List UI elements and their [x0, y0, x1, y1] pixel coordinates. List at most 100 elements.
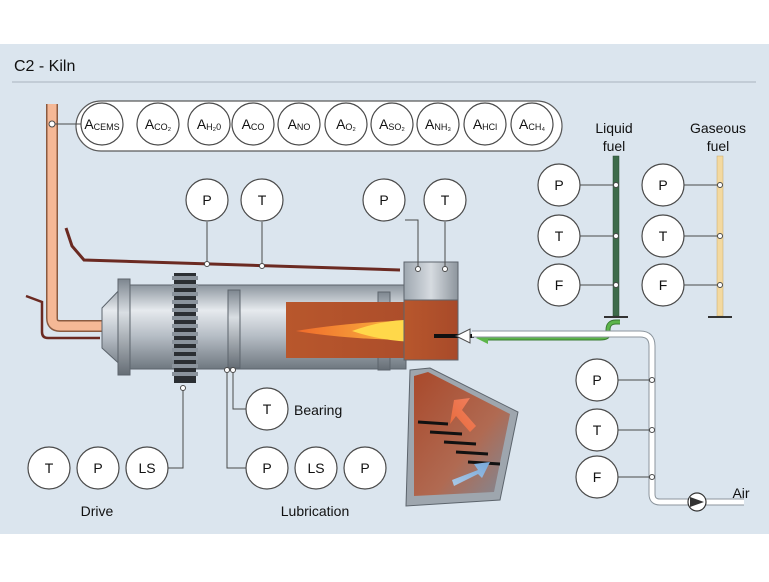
- cooling-air-arrow: [452, 462, 490, 486]
- gaseous-fuel-pressure-instrument: [641, 163, 685, 207]
- bearing-temperature-instrument: [245, 387, 289, 431]
- lubrication-pressure-instrument-2-label: P: [360, 460, 369, 476]
- drive-level-switch-instrument-label: LS: [138, 460, 155, 476]
- gaseous-fuel-label-2: fuel: [707, 138, 730, 154]
- analyzer-circle: [277, 102, 321, 146]
- girth-gear-teeth: [172, 276, 198, 376]
- analyzer-group: ACEMS ACO₂ AH₂0 ACO ANO AO₂ ASO₂ ANH₃ AHCl ACH₄: [80, 102, 554, 146]
- analyzer-label: ASO₂: [379, 116, 405, 132]
- analyzer-label: ACH₄: [519, 116, 545, 132]
- gear-tooth: [172, 300, 198, 304]
- lubrication-pressure-instrument-2: [343, 446, 387, 490]
- analyzer-tap-point: [48, 120, 56, 128]
- kiln-temperature-instrument: [240, 178, 284, 222]
- instrument-tap-points: [180, 182, 723, 480]
- bearing-temperature-instrument-label: T: [263, 401, 272, 417]
- air-fan-symbol: [690, 497, 704, 507]
- drive-temperature-instrument-label: T: [45, 460, 54, 476]
- gear-tooth: [172, 372, 198, 376]
- kiln-hood-lower: [403, 299, 459, 361]
- diagram-title: C2 - Kiln: [14, 58, 75, 75]
- analyzer-circle: [370, 102, 414, 146]
- kiln-temperature-instrument-label: T: [258, 192, 267, 208]
- analyzer-circle: [463, 102, 507, 146]
- flue-gas-duct: [47, 104, 102, 331]
- kiln-pressure-instrument-label: P: [202, 192, 211, 208]
- kiln-pressure-instrument: [185, 178, 229, 222]
- rotary-kiln: [101, 273, 454, 383]
- gear-tooth: [172, 308, 198, 312]
- hood-temperature-instrument-label: T: [441, 192, 450, 208]
- liquid-fuel-flow-instrument: [537, 263, 581, 307]
- air-flow-instrument-label: F: [593, 469, 602, 485]
- analyzer-circle: [324, 102, 368, 146]
- lubrication-level-switch-instrument: [294, 446, 338, 490]
- gear-tooth: [172, 316, 198, 320]
- air-inlet-arrow: [454, 328, 471, 344]
- analyzer-circle: [510, 102, 554, 146]
- drive-label: Drive: [81, 503, 114, 519]
- kiln-hood: [403, 261, 459, 303]
- gear-tooth: [172, 284, 198, 288]
- analyzer-circle: [231, 102, 275, 146]
- lubrication-label: Lubrication: [281, 503, 350, 519]
- analyzer-label: ACO₂: [145, 116, 172, 132]
- gear-tooth: [172, 356, 198, 360]
- lubrication-pressure-instrument-label: P: [262, 460, 271, 476]
- gear-tooth: [172, 292, 198, 296]
- air-temperature-instrument: [575, 408, 619, 452]
- preheater-duct: [25, 294, 100, 340]
- gaseous-fuel-temperature-instrument: [641, 214, 685, 258]
- gear-tooth: [172, 276, 198, 280]
- air-pressure-instrument: [575, 358, 619, 402]
- tertiary-air-duct: [64, 227, 401, 272]
- analyzer-circle: [136, 102, 180, 146]
- kiln-tyre: [227, 289, 241, 369]
- liquid-fuel-flow-instrument-label: F: [555, 277, 564, 293]
- hood-pressure-instrument-label: P: [379, 192, 388, 208]
- liquid-fuel-pressure-instrument-label: P: [554, 177, 563, 193]
- drive-temperature-instrument: [27, 446, 71, 490]
- gaseous-fuel-label-1: Gaseous: [690, 120, 746, 136]
- air-flow-instrument: [575, 455, 619, 499]
- lubrication-pressure-instrument: [245, 446, 289, 490]
- instrument-lines: [168, 184, 720, 478]
- gaseous-fuel-flow-instrument: [641, 263, 685, 307]
- liquid-fuel-temperature-instrument-label: T: [555, 228, 564, 244]
- instrument-group: P T P T P T F P T F P T F T T P LS P LS P: [27, 163, 685, 499]
- gear-tooth: [172, 364, 198, 368]
- air-pressure-instrument-label: P: [592, 372, 601, 388]
- air-temperature-instrument-label: T: [593, 422, 602, 438]
- liquid-fuel-pressure-instrument: [537, 163, 581, 207]
- analyzer-label: ANO: [288, 116, 311, 132]
- analyzer-label: AO₂: [336, 116, 356, 132]
- hot-air-arrow: [450, 398, 476, 432]
- analyzer-circle: [416, 102, 460, 146]
- drive-level-switch-instrument: [125, 446, 169, 490]
- liquid-fuel-label-1: Liquid: [595, 120, 632, 136]
- analyzer-circle: [187, 102, 231, 146]
- analyzer-label: AHCl: [473, 116, 497, 132]
- analyzer-circle: [80, 102, 124, 146]
- kiln-ring-inlet: [117, 278, 131, 376]
- hood-pressure-instrument: [362, 178, 406, 222]
- gaseous-fuel-pressure-instrument-label: P: [658, 177, 667, 193]
- liquid-fuel-temperature-instrument: [537, 214, 581, 258]
- lubrication-level-switch-instrument-label: LS: [307, 460, 324, 476]
- analyzer-label: ANH₃: [425, 116, 451, 132]
- air-label: Air: [732, 485, 749, 501]
- gaseous-fuel-temperature-instrument-label: T: [659, 228, 668, 244]
- liquid-fuel-label-2: fuel: [603, 138, 626, 154]
- drive-pressure-instrument-label: P: [93, 460, 102, 476]
- analyzer-label: ACO: [242, 116, 265, 132]
- gear-tooth: [172, 348, 198, 352]
- analyzer-label: AH₂0: [197, 116, 221, 132]
- gaseous-fuel-flow-instrument-label: F: [659, 277, 668, 293]
- gear-tooth: [172, 324, 198, 328]
- hood-temperature-instrument: [423, 178, 467, 222]
- analyzer-label: ACEMS: [84, 116, 119, 132]
- gear-tooth: [172, 340, 198, 344]
- air-line: [472, 331, 744, 505]
- gear-tooth: [172, 332, 198, 336]
